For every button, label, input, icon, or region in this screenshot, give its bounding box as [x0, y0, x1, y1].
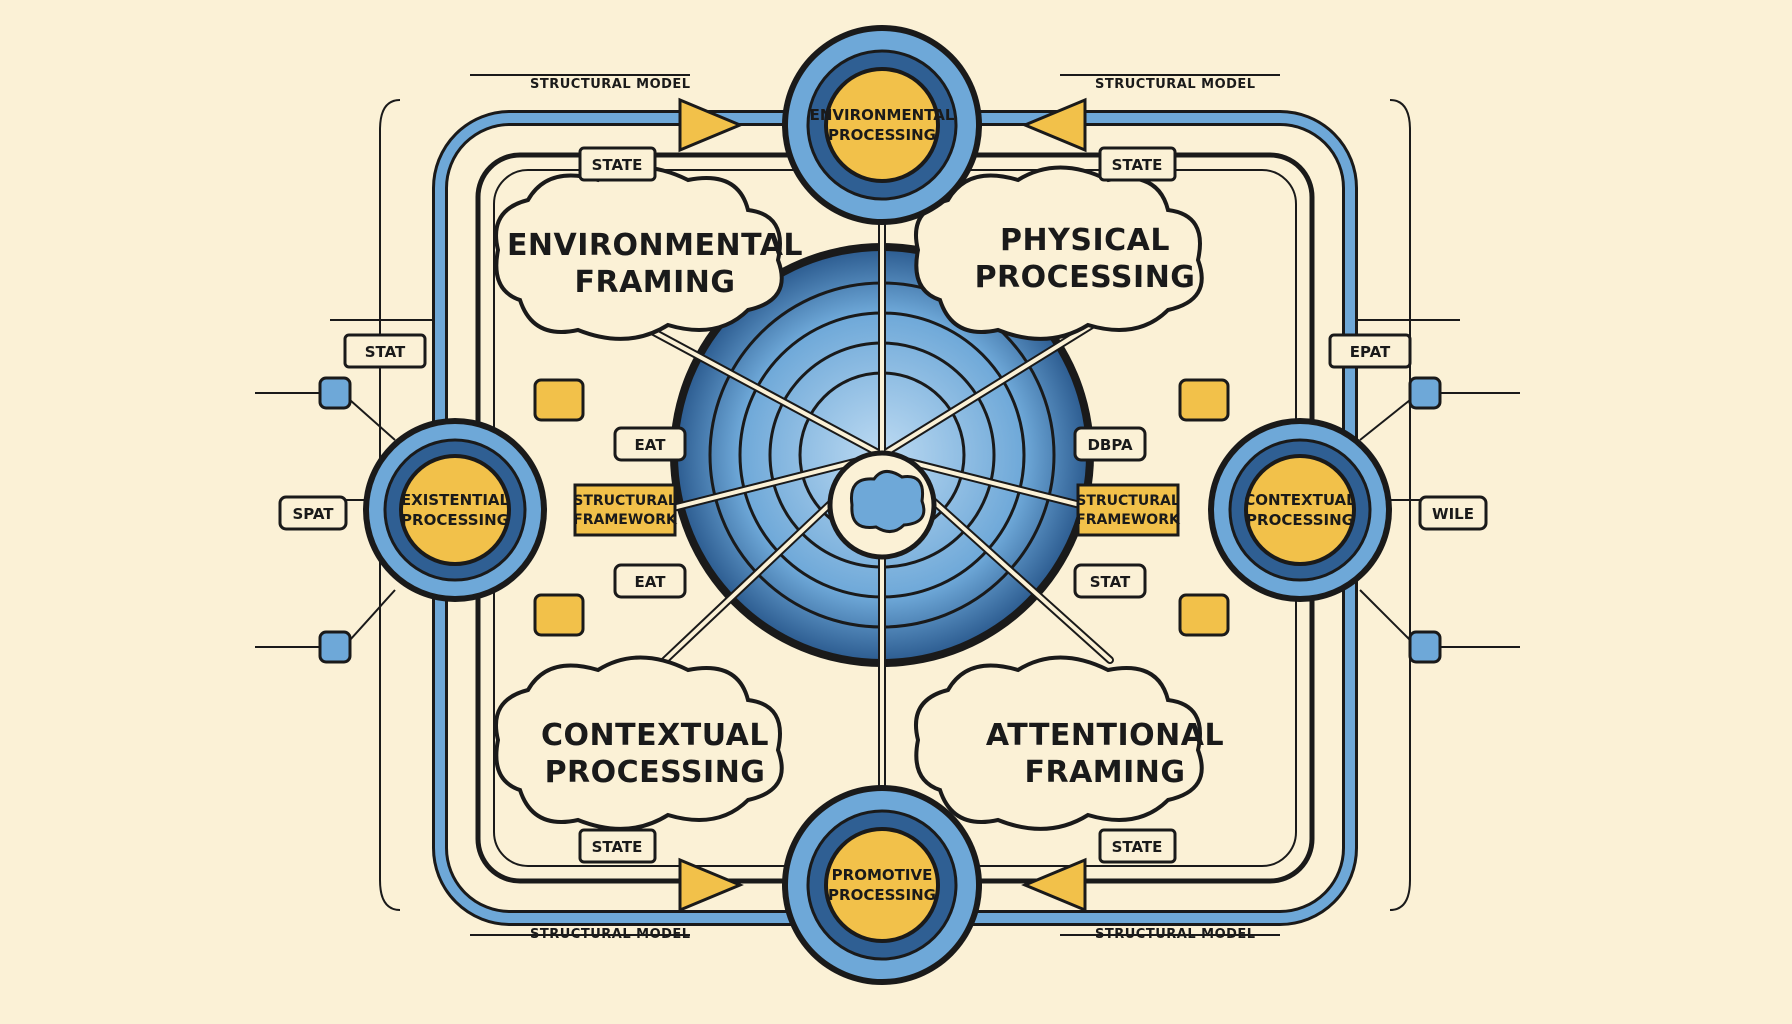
cloud-top-left: ENVIRONMENTAL FRAMING [494, 165, 803, 341]
hub-right-line-1: CONTEXTUAL [1244, 491, 1356, 509]
hub-wing-brackets [678, 97, 1087, 913]
hub-bottom-line-1: PROMOTIVE [832, 866, 933, 884]
tag-bottom-right: STATE [1112, 838, 1163, 856]
cloud-top-left-line-1: ENVIRONMENTAL [507, 228, 803, 263]
hub-bottom-line-2: PROCESSING [828, 886, 936, 904]
tag-mid-left-lower: EAT [635, 573, 667, 591]
cloud-top-right-line-2: PROCESSING [975, 260, 1196, 295]
corner-label-bottom-left: STRUCTURAL MODEL [530, 927, 691, 942]
hub-left: EXISTENTIAL PROCESSING [363, 418, 547, 602]
hub-bottom: PROMOTIVE PROCESSING [782, 785, 982, 985]
framework-left: STRUCTURAL FRAMEWORK [573, 483, 678, 537]
tag-outer-left-top: STAT [365, 343, 406, 361]
cloud-bottom-left-line-1: CONTEXTUAL [541, 718, 769, 753]
center-node [827, 450, 937, 560]
corner-label-top-left: STRUCTURAL MODEL [530, 77, 691, 92]
hub-top: ENVIRONMENTAL PROCESSING [782, 25, 982, 225]
tags [278, 146, 1488, 864]
hub-left-line-1: EXISTENTIAL [401, 491, 510, 509]
tag-top-left: STATE [592, 156, 643, 174]
tag-bottom-left: STATE [592, 838, 643, 856]
framework-right-line-1: STRUCTURAL [1076, 493, 1180, 509]
tag-outer-left-mid: SPAT [292, 505, 334, 523]
cloud-bottom-right: ATTENTIONAL FRAMING [914, 655, 1224, 831]
framework-right-line-2: FRAMEWORK [1076, 512, 1181, 528]
hub-right: CONTEXTUAL PROCESSING [1208, 418, 1392, 602]
cloud-bottom-right-line-1: ATTENTIONAL [986, 718, 1224, 753]
tag-outer-right-top: EPAT [1350, 343, 1391, 361]
tag-mid-left-upper: EAT [635, 436, 667, 454]
framework-left-line-1: STRUCTURAL [573, 493, 677, 509]
cloud-top-right: PHYSICAL PROCESSING [914, 165, 1204, 341]
tag-top-right: STATE [1112, 156, 1163, 174]
hub-top-line-2: PROCESSING [828, 126, 936, 144]
hub-right-line-2: PROCESSING [1246, 511, 1354, 529]
cloud-top-left-line-2: FRAMING [574, 265, 735, 300]
yellow-chips [533, 378, 1230, 637]
side-node-lines [255, 392, 1520, 648]
tag-mid-right-lower: STAT [1090, 573, 1131, 591]
cloud-bottom-left-line-2: PROCESSING [545, 755, 766, 790]
tag-mid-right-upper: DBPA [1087, 436, 1133, 454]
cloud-top-right-line-1: PHYSICAL [1000, 223, 1170, 258]
hub-top-line-1: ENVIRONMENTAL [810, 106, 955, 124]
corner-label-bottom-right: STRUCTURAL MODEL [1095, 927, 1256, 942]
framework-left-line-2: FRAMEWORK [573, 512, 678, 528]
framework-right: STRUCTURAL FRAMEWORK [1076, 483, 1181, 537]
cloud-bottom-left: CONTEXTUAL PROCESSING [494, 655, 784, 831]
tag-outer-right-mid: WILE [1432, 505, 1474, 523]
cloud-bottom-right-line-2: FRAMING [1024, 755, 1185, 790]
corner-label-top-right: STRUCTURAL MODEL [1095, 77, 1256, 92]
hub-left-line-2: PROCESSING [401, 511, 509, 529]
